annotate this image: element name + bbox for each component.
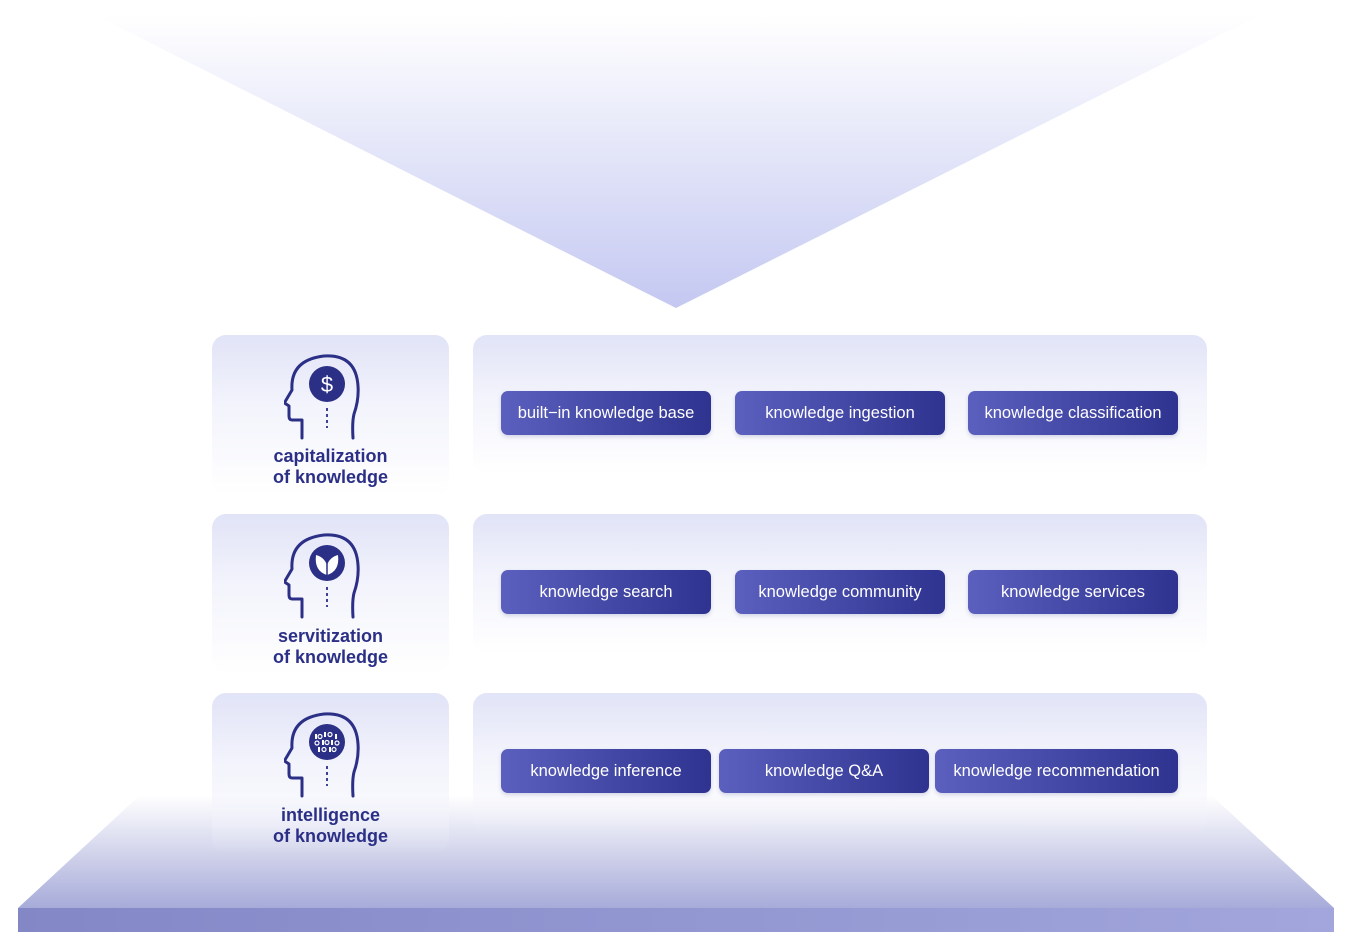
level-label-line1: capitalization	[273, 446, 388, 466]
item-knowledge-inference: knowledge inference	[501, 749, 711, 793]
level-card-capitalization	[212, 335, 449, 495]
head-binary-icon	[284, 712, 360, 798]
item-knowledge-qa: knowledge Q&A	[719, 749, 929, 793]
funnel-triangle	[95, 15, 1260, 308]
head-dollar-icon: $	[284, 354, 360, 440]
level-label-capitalization: capitalization of knowledge	[212, 446, 449, 488]
level-label-line1: intelligence	[280, 805, 381, 825]
item-knowledge-services: knowledge services	[968, 570, 1178, 614]
item-knowledge-classification: knowledge classification	[968, 391, 1178, 435]
level-card-servitization	[212, 514, 449, 674]
level-label-line2: of knowledge	[272, 467, 388, 487]
head-leaf-icon	[284, 533, 360, 619]
level-label-line1: servitization	[277, 626, 384, 646]
item-knowledge-community: knowledge community	[735, 570, 945, 614]
level-label-line2: of knowledge	[272, 647, 388, 667]
level-label-servitization: servitization of knowledge	[212, 626, 449, 668]
level-label-line2: of knowledge	[272, 826, 388, 846]
level-label-intelligence: intelligence of knowledge	[212, 805, 449, 847]
level-card-intelligence	[212, 693, 449, 853]
base-bar	[18, 908, 1334, 932]
item-built-in-knowledge-base: built−in knowledge base	[501, 391, 711, 435]
item-knowledge-recommendation: knowledge recommendation	[935, 749, 1178, 793]
item-knowledge-ingestion: knowledge ingestion	[735, 391, 945, 435]
svg-text:$: $	[321, 372, 333, 397]
item-knowledge-search: knowledge search	[501, 570, 711, 614]
